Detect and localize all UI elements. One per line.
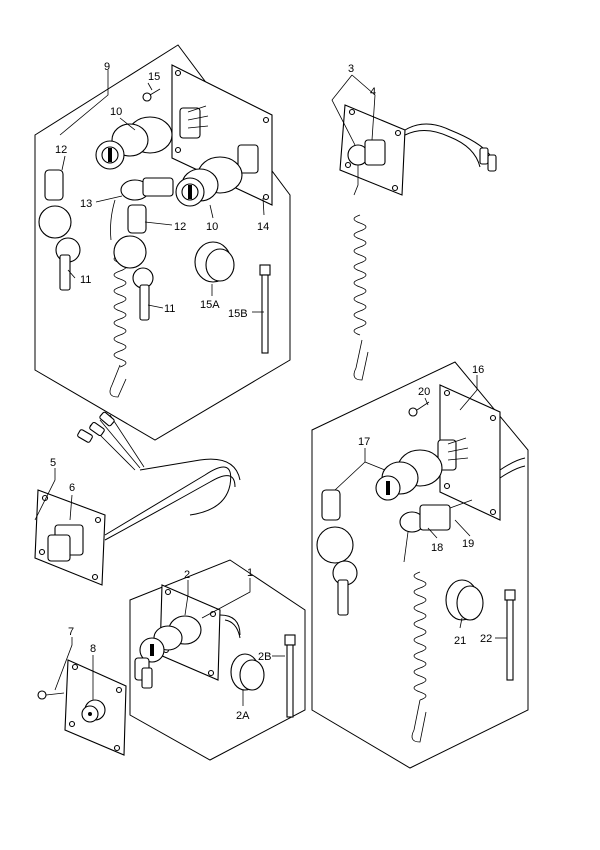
- callout-1: 1: [247, 567, 253, 579]
- callout-4: 4: [370, 86, 376, 98]
- group-9-key-switch-upper: [95, 105, 209, 170]
- group-9-tie-15b: [259, 264, 271, 354]
- group-9-key-left: [38, 169, 81, 291]
- callout-11-left: 11: [80, 274, 91, 286]
- group-3-leaders: [331, 74, 376, 146]
- callout-22: 22: [480, 633, 492, 645]
- callout-8: 8: [90, 643, 96, 655]
- callout-16: 16: [472, 364, 484, 376]
- group-16-screw-20: [408, 401, 430, 417]
- callout-labels: 9 15 10 12 13 12 10 14 11 11 15A 15B 3 4…: [50, 61, 492, 722]
- callout-15a: 15A: [200, 299, 220, 311]
- group-16-leaders: [334, 375, 507, 639]
- group-16-key-switch: [375, 437, 469, 501]
- group-7-screw: [37, 690, 65, 700]
- callout-15b: 15B: [228, 308, 248, 320]
- callout-10-lower: 10: [206, 221, 218, 233]
- group-9-lanyard-coil: [109, 254, 127, 398]
- callout-18: 18: [431, 542, 443, 554]
- group-16-tie-22: [504, 589, 516, 681]
- callout-20: 20: [418, 386, 430, 398]
- callout-15: 15: [148, 71, 160, 83]
- callout-11-right: 11: [164, 303, 175, 315]
- group-9-key-switch-lower: [175, 144, 259, 207]
- group-5-wires: [77, 411, 241, 481]
- group-16-cap-21: [445, 579, 484, 621]
- group-5-toggle: [47, 466, 236, 562]
- callout-19: 19: [462, 538, 474, 550]
- callout-12-right: 12: [174, 221, 186, 233]
- callout-9: 9: [104, 61, 110, 73]
- callout-2b: 2B: [258, 651, 271, 663]
- group-9-stop-switch: [110, 177, 174, 241]
- callout-2: 2: [184, 569, 190, 581]
- group-9-screw-15: [142, 88, 161, 102]
- group-16-stop-switch: [399, 499, 473, 563]
- group-16-lanyard-coil: [411, 571, 427, 743]
- group-1-cap-2a: [230, 653, 265, 691]
- callout-10-upper: 10: [110, 106, 122, 118]
- group-5-leaders: [34, 468, 73, 521]
- group-9-key-right: [113, 204, 154, 321]
- callout-7: 7: [68, 626, 74, 638]
- group-7-leaders: [54, 637, 94, 700]
- callout-17: 17: [358, 436, 370, 448]
- callout-5: 5: [50, 457, 56, 469]
- callout-21: 21: [454, 635, 466, 647]
- callout-6: 6: [69, 482, 75, 494]
- group-7-knob: [81, 699, 106, 723]
- group-9-cap-15a: [194, 241, 235, 283]
- callout-2a: 2A: [236, 710, 250, 722]
- group-1-key-switch: [134, 614, 241, 689]
- callout-3: 3: [348, 63, 354, 75]
- group-1-box: [129, 559, 306, 761]
- group-9-box: [34, 44, 291, 441]
- group-16-panel: [439, 384, 526, 521]
- group-9-leaders: [59, 70, 265, 313]
- group-16-box: [311, 361, 529, 769]
- group-16-key: [316, 489, 358, 616]
- group-1-tie-2b: [284, 634, 296, 718]
- callout-13: 13: [80, 198, 92, 210]
- callout-14: 14: [257, 221, 269, 233]
- group-1-leaders: [184, 578, 285, 706]
- callout-12-left: 12: [55, 144, 67, 156]
- group-3-lanyard-coil: [353, 165, 369, 381]
